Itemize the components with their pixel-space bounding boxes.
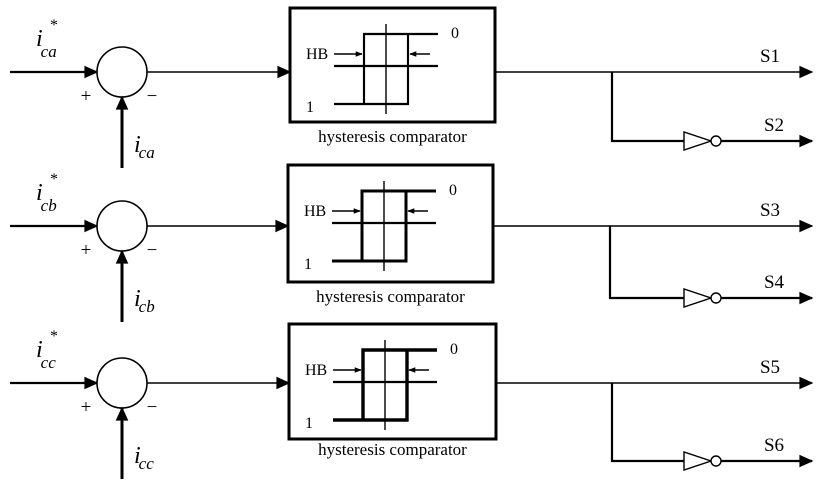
reference-star: *	[50, 328, 58, 345]
reference-current-label: ica	[36, 26, 57, 61]
comparator-caption: hysteresis comparator	[318, 440, 467, 459]
branch-wire	[610, 383, 684, 463]
switch-label-top: S3	[760, 200, 780, 221]
minus-sign: −	[147, 86, 158, 107]
output-one-label: 1	[304, 256, 312, 273]
output-zero-label: 0	[449, 182, 457, 199]
inverter-gate-icon	[683, 131, 722, 151]
reference-current-label: icc	[36, 337, 56, 372]
comparator-caption: hysteresis comparator	[316, 287, 465, 306]
output-zero-label: 0	[450, 341, 458, 358]
summing-junction	[96, 200, 148, 252]
feedback-current-label: icc	[134, 443, 154, 473]
summing-junction	[96, 357, 148, 409]
reference-current-label: icb	[36, 180, 57, 215]
comparator-caption: hysteresis comparator	[318, 127, 467, 146]
hysteresis-loop-icon	[333, 340, 437, 430]
minus-sign: −	[147, 240, 158, 261]
hysteresis-loop-icon	[332, 181, 436, 271]
hysteresis-comparator: HB 0 1	[286, 163, 495, 284]
switch-label-top: S1	[760, 46, 780, 67]
hysteresis-band-label: HB	[306, 46, 328, 63]
inverter-gate-icon	[683, 451, 722, 471]
switch-label-bottom: S4	[764, 272, 785, 293]
plus-sign: +	[81, 397, 92, 418]
branch-wire	[610, 72, 684, 143]
feedback-current-label: ica	[134, 132, 155, 162]
output-one-label: 1	[305, 415, 313, 432]
branch-wire	[608, 226, 684, 300]
inverter-gate-icon	[683, 288, 722, 308]
plus-sign: +	[81, 86, 92, 107]
output-zero-label: 0	[451, 25, 459, 42]
switch-label-top: S5	[760, 357, 780, 378]
hysteresis-band-label: HB	[305, 362, 327, 379]
reference-star: *	[50, 17, 58, 34]
hysteresis-loop-icon	[334, 24, 438, 114]
hysteresis-comparator: HB 0 1	[288, 6, 497, 124]
summing-junction	[96, 46, 148, 98]
switch-label-bottom: S2	[764, 115, 784, 136]
switch-label-bottom: S6	[764, 435, 784, 456]
hysteresis-comparator: HB 0 1	[287, 322, 498, 441]
hysteresis-band-label: HB	[304, 203, 326, 220]
feedback-current-label: icb	[134, 286, 155, 316]
reference-star: *	[50, 171, 58, 188]
minus-sign: −	[147, 397, 158, 418]
plus-sign: +	[81, 240, 92, 261]
output-one-label: 1	[306, 99, 314, 116]
